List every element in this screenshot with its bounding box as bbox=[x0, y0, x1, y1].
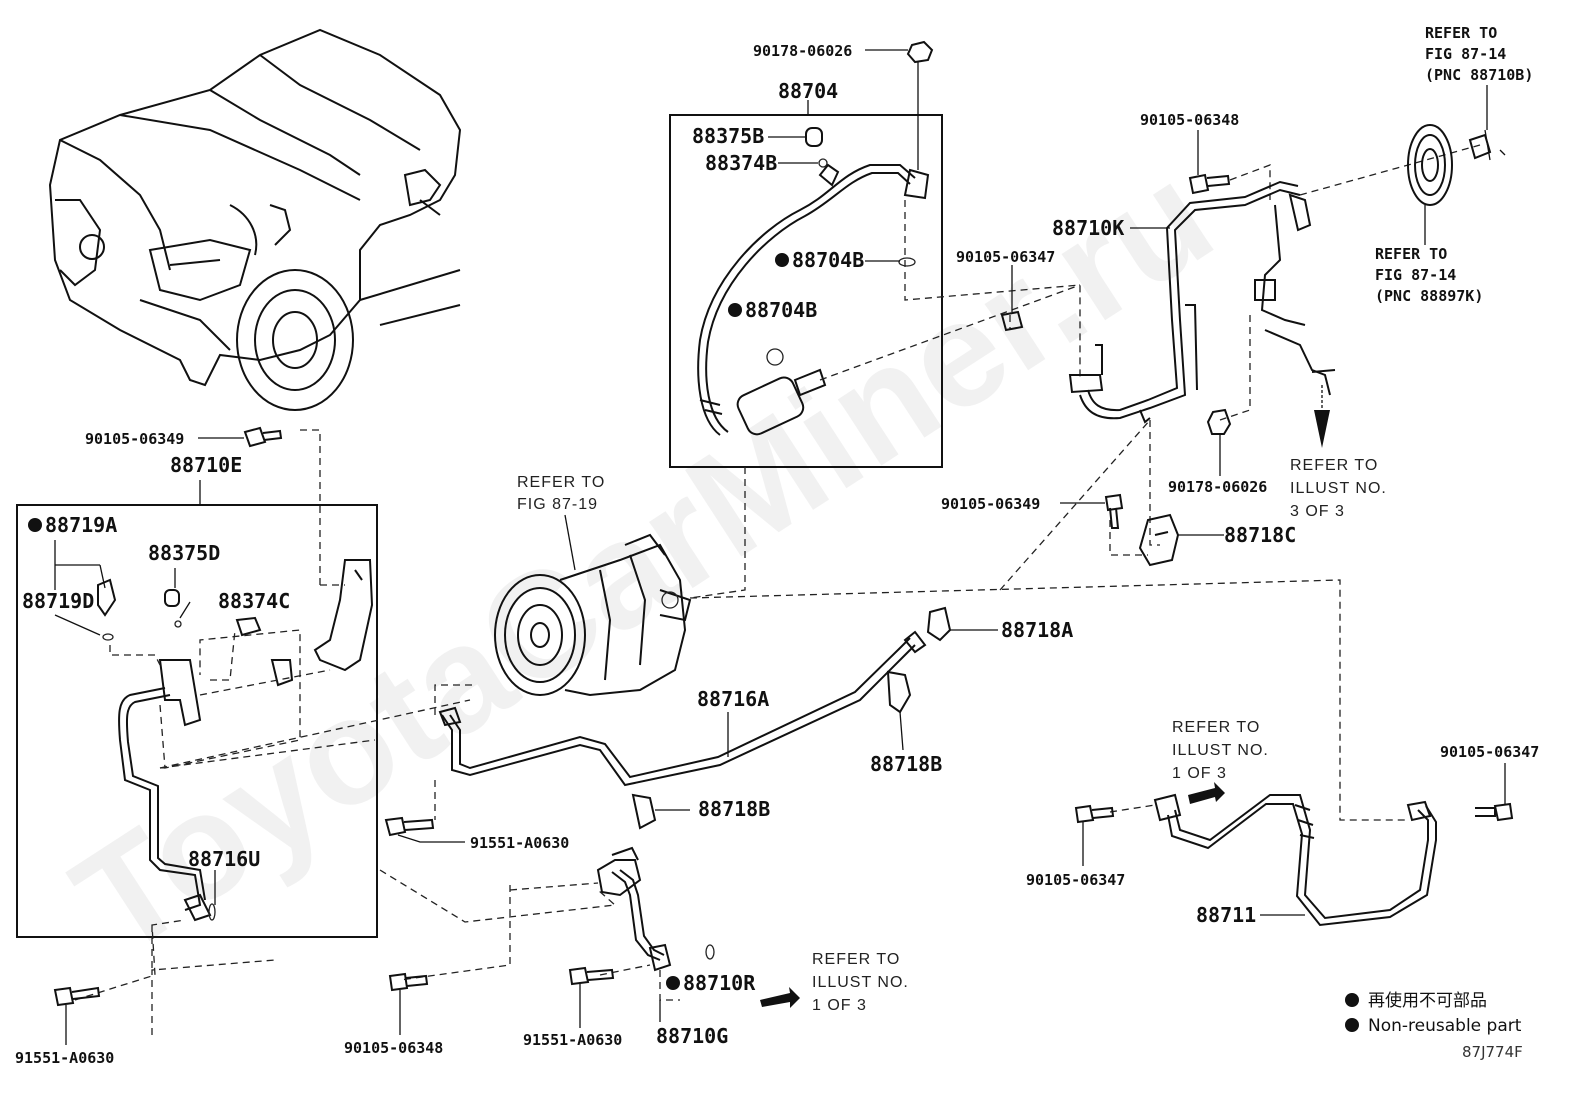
bolt-91551-A0630-low bbox=[568, 966, 615, 1028]
label-88716U: 88716U bbox=[188, 847, 260, 871]
refer-87-14-mid-line1: REFER TO bbox=[1375, 245, 1447, 263]
label-90105-06348-top: 90105-06348 bbox=[1140, 111, 1239, 129]
label-90105-06349-left: 90105-06349 bbox=[85, 430, 184, 448]
clamp-88718C bbox=[1138, 513, 1224, 567]
refer-illust1b-line2: ILLUST NO. bbox=[812, 974, 909, 991]
dash-88710E bbox=[109, 429, 376, 769]
clamp-88718B-lower bbox=[631, 793, 690, 830]
nut-90178-06026-right bbox=[1206, 408, 1232, 476]
legend-en: Non-reusable part bbox=[1368, 1016, 1522, 1036]
pipe-88710K bbox=[1068, 180, 1336, 424]
label-88704B-2: 88704B bbox=[745, 298, 817, 322]
leader-refer-87-19 bbox=[564, 514, 576, 571]
refer-illust1b-line3: 1 OF 3 bbox=[812, 997, 867, 1014]
label-88375B: 88375B bbox=[692, 124, 764, 148]
bolt-91551-A0630-left bbox=[53, 986, 101, 1045]
label-88716A: 88716A bbox=[697, 687, 769, 711]
refer-illust1a-line3: 1 OF 3 bbox=[1172, 765, 1227, 782]
leader-88719D bbox=[54, 614, 101, 636]
dash-main bbox=[689, 144, 1481, 821]
assembly-box-88704 bbox=[669, 114, 943, 468]
legend-marker-en bbox=[1345, 1018, 1359, 1032]
bolt-90105-06349-right bbox=[1060, 493, 1124, 529]
non-reusable-marker bbox=[728, 303, 742, 317]
clamp-88718A bbox=[926, 606, 998, 642]
label-90178-06026-top: 90178-06026 bbox=[753, 42, 852, 60]
refer-illust1b-line1: REFER TO bbox=[812, 951, 900, 968]
label-88704: 88704 bbox=[778, 79, 838, 103]
label-88718B-2: 88718B bbox=[698, 797, 770, 821]
label-88719A: 88719A bbox=[45, 513, 117, 537]
label-90178-06026-right: 90178-06026 bbox=[1168, 478, 1267, 496]
refer-87-14-mid-line2: FIG 87-14 bbox=[1375, 266, 1456, 284]
legend: 再使用不可部品 Non-reusable part bbox=[1345, 990, 1522, 1036]
label-88375D: 88375D bbox=[148, 541, 220, 565]
label-88718A: 88718A bbox=[1001, 618, 1073, 642]
label-90105-06347-right: 90105-06347 bbox=[1440, 743, 1539, 761]
label-88374B: 88374B bbox=[705, 151, 777, 175]
pipe-88716U bbox=[97, 559, 374, 922]
label-88718C: 88718C bbox=[1224, 523, 1296, 547]
label-88710E: 88710E bbox=[170, 453, 242, 477]
label-88719D: 88719D bbox=[22, 589, 94, 613]
nut-90178-06026-top bbox=[865, 40, 934, 64]
label-91551-A0630-left: 91551-A0630 bbox=[15, 1049, 114, 1067]
arrow-refer-illust-1a bbox=[1188, 782, 1225, 804]
pipe-88711 bbox=[1153, 793, 1437, 927]
refer-87-19-line1: REFER TO bbox=[517, 474, 605, 491]
refer-illust1a-line1: REFER TO bbox=[1172, 719, 1260, 736]
arrow-refer-illust-1b bbox=[760, 987, 800, 1008]
label-88704B-1: 88704B bbox=[792, 248, 864, 272]
non-reusable-marker bbox=[775, 253, 789, 267]
bolt-90105-06347-mid bbox=[1000, 265, 1024, 332]
label-91551-A0630-mid: 91551-A0630 bbox=[470, 834, 569, 852]
dash-88710G bbox=[74, 869, 680, 1035]
label-90105-06347-mid: 90105-06347 bbox=[956, 248, 1055, 266]
refer-87-19-line2: FIG 87-19 bbox=[517, 496, 598, 513]
bolt-90105-06348-top bbox=[1188, 130, 1231, 195]
non-reusable-marker bbox=[666, 976, 680, 990]
bolt-90105-06347-low bbox=[1074, 804, 1115, 866]
bolt-90105-06349-left bbox=[198, 426, 283, 448]
bolt-90105-06348-low bbox=[388, 972, 429, 1035]
refer-87-14-mid-line3: (PNC 88897K) bbox=[1375, 287, 1483, 305]
refer-87-14-top-line2: FIG 87-14 bbox=[1425, 45, 1506, 63]
label-88710G: 88710G bbox=[656, 1024, 728, 1048]
refer-illust3-line1: REFER TO bbox=[1290, 457, 1378, 474]
label-90105-06347-low: 90105-06347 bbox=[1026, 871, 1125, 889]
pipe-88710G bbox=[596, 846, 715, 972]
label-88374C: 88374C bbox=[218, 589, 290, 613]
label-88710K: 88710K bbox=[1052, 216, 1124, 240]
plate-88897K bbox=[1407, 124, 1506, 206]
refer-illust3-line2: ILLUST NO. bbox=[1290, 480, 1387, 497]
label-90105-06349-right: 90105-06349 bbox=[941, 495, 1040, 513]
leader-88374C bbox=[179, 601, 191, 619]
legend-jp: 再使用不可部品 bbox=[1368, 990, 1487, 1011]
vehicle-illustration bbox=[48, 28, 462, 411]
refer-87-14-top-line3: (PNC 88710B) bbox=[1425, 66, 1533, 84]
dash-88711 bbox=[1109, 804, 1156, 813]
label-88711: 88711 bbox=[1196, 903, 1256, 927]
compressor bbox=[494, 533, 692, 697]
legend-marker-jp bbox=[1345, 993, 1359, 1007]
refer-illust1a-line2: ILLUST NO. bbox=[1172, 742, 1269, 759]
label-88718B-1: 88718B bbox=[870, 752, 942, 776]
non-reusable-marker bbox=[28, 518, 42, 532]
label-90105-06348-low: 90105-06348 bbox=[344, 1039, 443, 1057]
refer-87-14-top-line1: REFER TO bbox=[1425, 24, 1497, 42]
arrow-refer-illust-3 bbox=[1314, 385, 1330, 448]
label-91551-A0630-low: 91551-A0630 bbox=[523, 1031, 622, 1049]
bolt-90105-06347-right bbox=[1475, 763, 1514, 822]
dash-88716A bbox=[159, 684, 475, 820]
label-88710R: 88710R bbox=[683, 971, 756, 995]
hose-88704 bbox=[697, 127, 930, 436]
bolt-91551-A0630-mid bbox=[384, 816, 465, 843]
refer-illust3-line3: 3 OF 3 bbox=[1290, 503, 1345, 520]
leader-88719A-v bbox=[99, 564, 106, 589]
pipe-88716A bbox=[438, 630, 927, 787]
clamp-88718B-upper bbox=[886, 670, 912, 751]
figure-code: 87J774F bbox=[1462, 1043, 1523, 1061]
